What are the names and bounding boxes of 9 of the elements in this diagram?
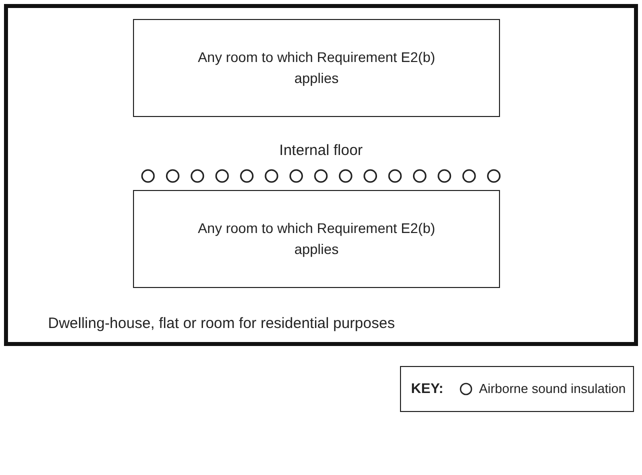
- room-label: Any room to which Requirement E2(b) applies: [196, 48, 436, 88]
- key-heading: KEY:: [411, 380, 444, 396]
- dwelling-caption: Dwelling-house, flat or room for residential purposes: [48, 315, 395, 332]
- room-box: [133, 19, 500, 117]
- legend-label: Airborne sound insulation: [479, 381, 626, 396]
- dwelling-outline: [4, 4, 638, 346]
- room-label: Any room to which Requirement E2(b) applies: [196, 219, 436, 259]
- room-box: [133, 190, 500, 288]
- floor-label: Internal floor: [278, 142, 364, 159]
